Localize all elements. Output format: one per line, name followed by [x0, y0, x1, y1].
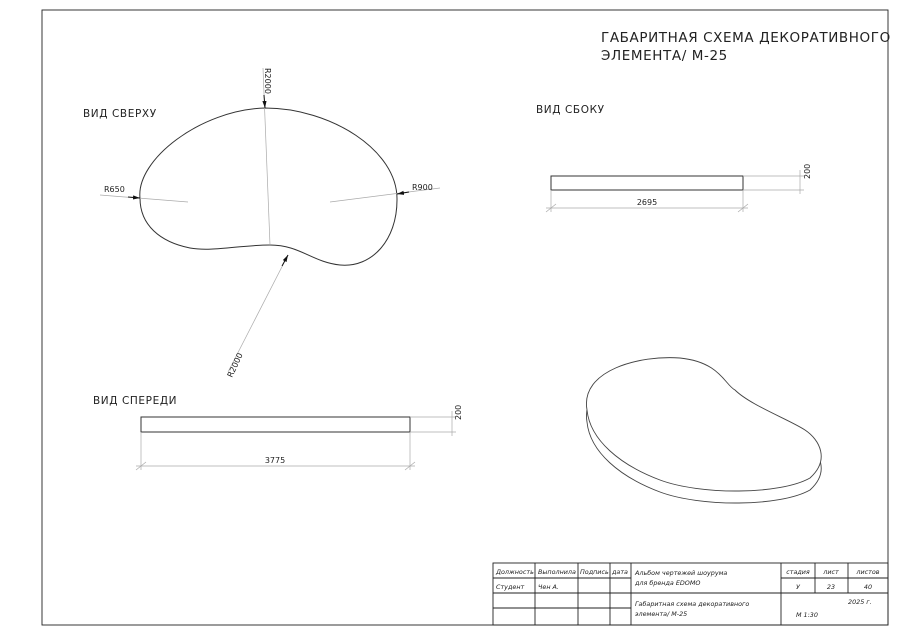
- r650-leader: [99, 194, 189, 203]
- header-signature: Подпись: [580, 568, 609, 576]
- side-length-text: 2695: [637, 198, 657, 207]
- top-view-outline: [139, 107, 398, 266]
- r2000-top-text: R2000: [263, 68, 272, 94]
- front-view: ВИД СПЕРЕДИ 3775 200: [93, 395, 463, 471]
- r650-arrow: [127, 195, 141, 200]
- r2000-bottom-text: R2000: [226, 352, 245, 379]
- r900-arrow: [396, 190, 410, 195]
- front-length-text: 3775: [265, 456, 285, 465]
- header-position: Должность: [495, 568, 534, 576]
- header-sheets: листов: [855, 568, 879, 576]
- side-view-outline: [550, 175, 744, 191]
- drawing-name-line1: Габаритная схема декоративного: [635, 600, 749, 608]
- side-view: ВИД СБОКУ 2695 200: [536, 104, 812, 213]
- iso-top-outline: [586, 357, 822, 492]
- scale-text: М 1:30: [796, 611, 818, 619]
- side-view-label: ВИД СБОКУ: [536, 104, 605, 116]
- performer-value: Чен А.: [538, 583, 559, 591]
- isometric-view: [586, 357, 822, 504]
- header-stage: стадия: [786, 568, 810, 576]
- stage-value: У: [796, 583, 801, 591]
- album-title-line1: Альбом чертежей шоурума: [634, 569, 727, 577]
- r2000-top-arrow: [262, 94, 267, 109]
- title-block: Должность Выполнила Подпись дата Студент…: [492, 562, 889, 626]
- header-date: дата: [611, 568, 628, 576]
- year-text: 2025 г.: [848, 598, 872, 606]
- front-view-label: ВИД СПЕРЕДИ: [93, 395, 177, 407]
- drawing-title-line1: ГАБАРИТНАЯ СХЕМА ДЕКОРАТИВНОГО: [601, 30, 891, 46]
- top-view: ВИД СВЕРХУ R2000 R650 R900 R2000: [83, 67, 441, 379]
- sheet-value: 23: [827, 583, 835, 591]
- r900-leader: [329, 187, 441, 203]
- top-view-label: ВИД СВЕРХУ: [83, 108, 157, 120]
- drawing-title-line2: ЭЛЕМЕНТА/ М-25: [601, 48, 728, 64]
- sheets-value: 40: [864, 583, 872, 591]
- drawing-name-line2: элемента/ М-25: [635, 610, 687, 618]
- r2000-bottom-arrow: [281, 254, 289, 267]
- header-sheet: лист: [822, 568, 839, 576]
- r900-text: R900: [412, 183, 433, 192]
- position-value: Студент: [496, 583, 524, 591]
- r2000-bottom-leader: [227, 254, 289, 373]
- side-height-text: 200: [803, 164, 812, 179]
- r650-text: R650: [104, 185, 125, 194]
- header-performed: Выполнила: [538, 568, 576, 576]
- front-height-text: 200: [454, 405, 463, 420]
- r2000-top-leader: [262, 67, 271, 246]
- sheet-frame: [41, 9, 889, 626]
- front-view-outline: [140, 416, 411, 433]
- album-title-line2: для бренда EDOMO: [634, 579, 700, 587]
